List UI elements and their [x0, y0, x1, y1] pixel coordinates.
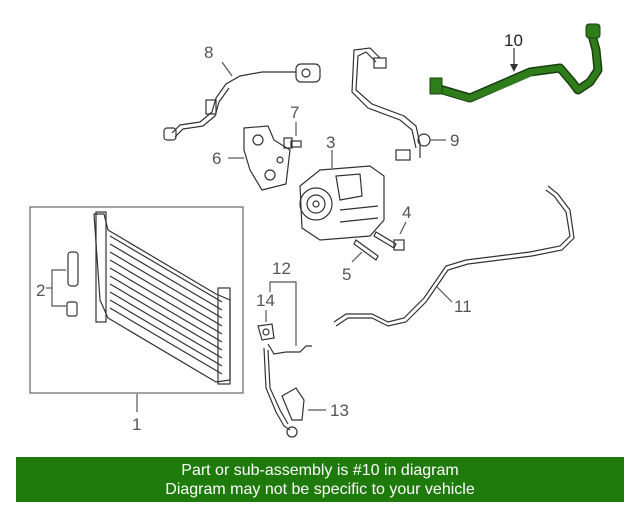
callout-11: 11 [454, 297, 472, 316]
callout-9: 9 [450, 131, 459, 150]
callout-6: 6 [212, 149, 221, 168]
part-13-clamp[interactable] [281, 387, 326, 421]
callout-13: 13 [330, 401, 349, 420]
part-8-sensor-harness[interactable] [163, 61, 321, 141]
part-5-stud[interactable] [351, 239, 379, 263]
banner-line-2: Diagram may not be specific to your vehi… [165, 480, 475, 498]
callout-14: 14 [256, 291, 275, 310]
part-11-suction-pipe[interactable] [333, 185, 575, 327]
callout-10: 10 [504, 31, 523, 50]
parts-diagram: 10 8 7 6 3 [29, 23, 603, 438]
callout-7: 7 [290, 103, 299, 122]
callout-5: 5 [342, 265, 351, 284]
part-9-discharge-hose[interactable] [351, 47, 446, 161]
callout-3: 3 [326, 133, 335, 152]
callout-8: 8 [204, 43, 213, 62]
part-14-fitting[interactable] [257, 310, 275, 341]
banner-line-1: Part or sub-assembly is #10 in diagram [181, 461, 459, 479]
callout-4: 4 [402, 203, 411, 222]
part-12-liquid-pipe[interactable] [263, 281, 312, 438]
part-7-bolt[interactable] [283, 122, 302, 149]
part-1-condenser-group[interactable] [29, 206, 244, 412]
info-banner: Part or sub-assembly is #10 in diagram D… [16, 457, 624, 502]
callout-1: 1 [132, 415, 141, 434]
part-2-dryer-parts[interactable] [46, 251, 79, 317]
callout-2: 2 [36, 281, 45, 300]
part-10-ac-hose[interactable] [429, 23, 603, 103]
part-6-bracket[interactable] [228, 125, 291, 191]
part-4-bolt[interactable] [373, 221, 407, 251]
part-3-compressor[interactable] [299, 150, 385, 241]
callout-12: 12 [272, 259, 291, 278]
